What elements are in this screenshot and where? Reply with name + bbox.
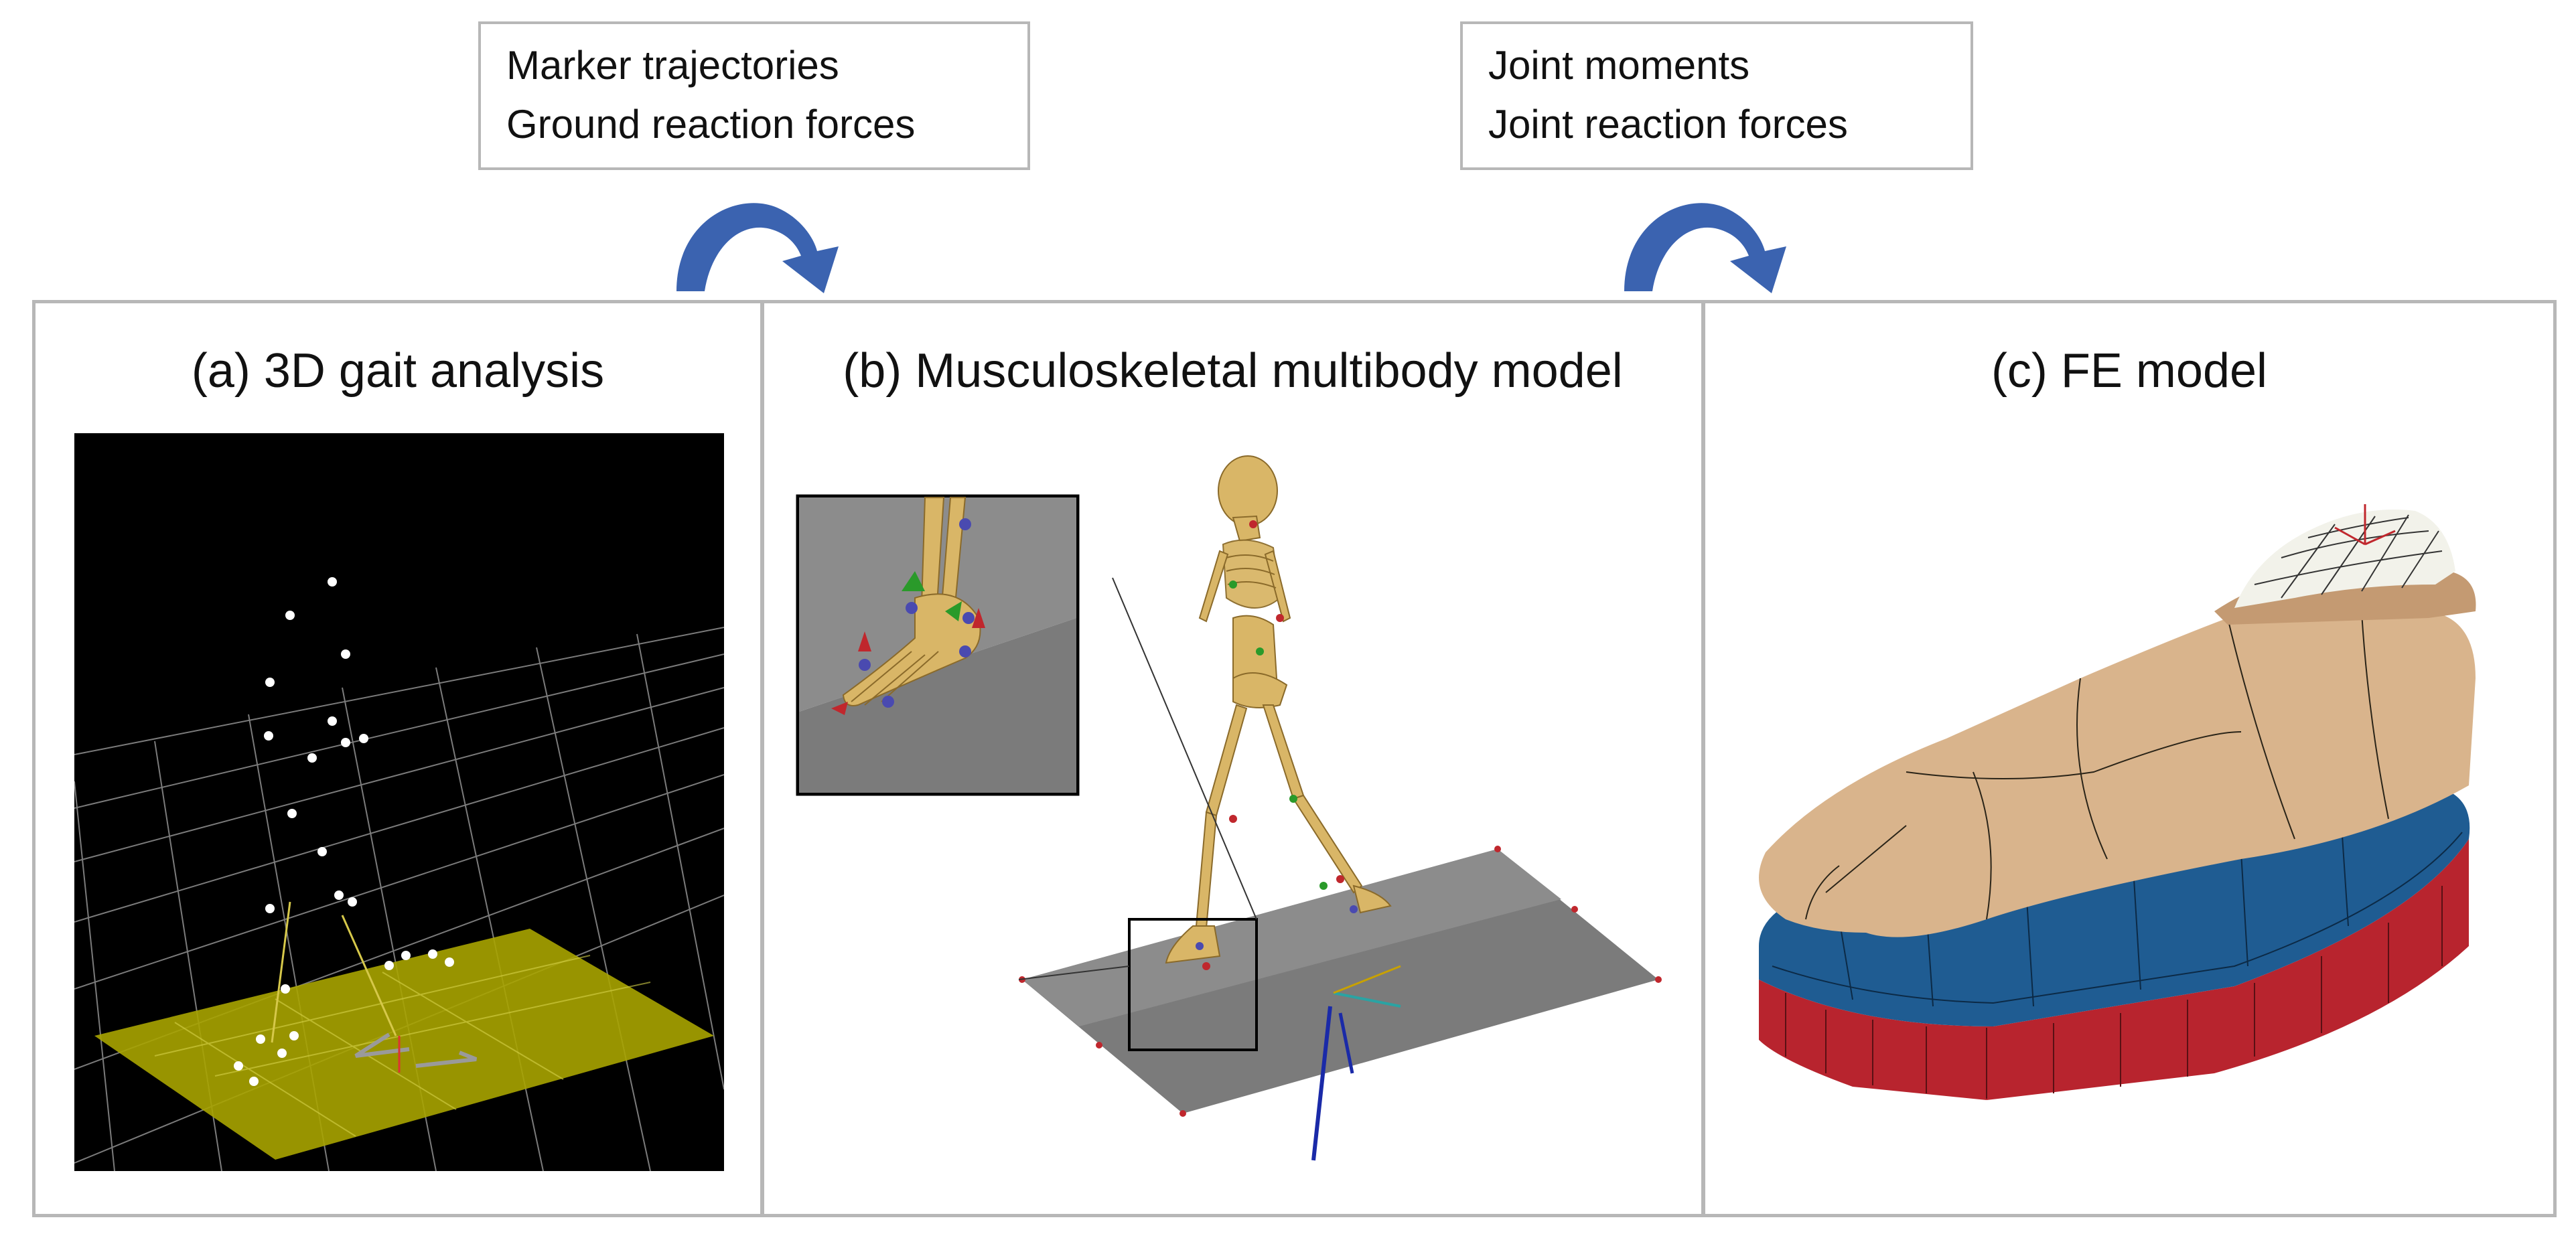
ground-reaction-forces-label: Ground reaction forces bbox=[506, 102, 916, 147]
panel-title: (a) 3D gait analysis bbox=[191, 344, 605, 398]
gait-output-box: Marker trajectories Ground reaction forc… bbox=[478, 21, 1030, 170]
panel-title: (b) Musculoskeletal multibody model bbox=[843, 344, 1623, 398]
fe-model-panel: (c) FE model bbox=[1702, 300, 2557, 1217]
multibody-scene-image bbox=[796, 455, 1662, 1161]
model-output-box: Joint moments Joint reaction forces bbox=[1460, 21, 1973, 170]
multibody-model-panel: (b) Musculoskeletal multibody model bbox=[761, 300, 1705, 1217]
gait-scene-image bbox=[74, 433, 724, 1171]
marker-trajectories-label: Marker trajectories bbox=[506, 43, 839, 88]
curved-arrow-icon bbox=[1624, 203, 1786, 293]
joint-reaction-forces-label: Joint reaction forces bbox=[1488, 102, 1848, 147]
joint-moments-label: Joint moments bbox=[1488, 43, 1750, 88]
gait-analysis-panel: (a) 3D gait analysis bbox=[32, 300, 764, 1217]
curved-arrow-icon bbox=[676, 203, 839, 293]
fe-scene-image bbox=[1759, 504, 2476, 1100]
panel-title: (c) FE model bbox=[1991, 344, 2268, 398]
